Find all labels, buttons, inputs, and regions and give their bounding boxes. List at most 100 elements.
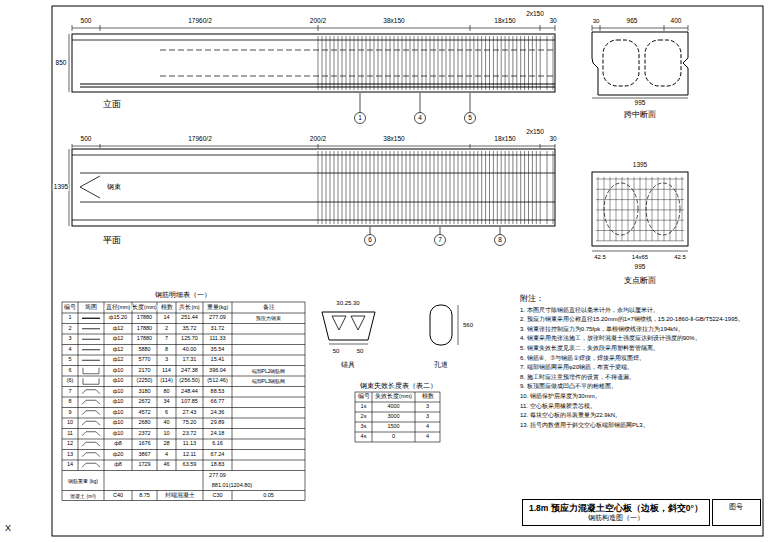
dimension: 17960/2 [187, 18, 213, 25]
stirrups [72, 25, 688, 241]
table-cell: 46 [162, 463, 170, 469]
table-cell: 14 [66, 463, 74, 469]
table-cell: ф10 [112, 421, 125, 427]
table-cell: 7 [164, 337, 169, 343]
table-cell: 3000 [386, 414, 400, 420]
table-cell: 40.00 [182, 347, 198, 353]
table-cell: 10 [162, 431, 170, 437]
table-cell: 1500 [386, 424, 400, 430]
table-cell: 27.43 [182, 410, 198, 416]
table-cell: 40 [162, 421, 170, 427]
callout-circles [355, 93, 506, 246]
table-grid [62, 302, 440, 501]
table-cell: 6 [164, 410, 169, 416]
table-cell: 28 [162, 442, 170, 448]
table-cell: ф15.20 [108, 316, 128, 322]
table-cell: 34 [162, 400, 170, 406]
table-cell: 2672 [137, 400, 151, 406]
dimension: 560 [462, 322, 474, 328]
elevation-outline [72, 34, 555, 92]
table-header: 失效长度(mm) [374, 394, 413, 400]
table-cell: 4 [425, 434, 430, 440]
table-cell: 0.05 [262, 493, 275, 499]
note-text: 11. 空心板采用橡胶囊芯模。 [520, 402, 756, 410]
table-cell: 17880 [136, 337, 153, 343]
table-cell: (6) [66, 379, 75, 385]
table-footer: 混凝土 (m³) [69, 493, 97, 498]
table-header: 简图 [84, 305, 98, 311]
dimension: 14x65 [631, 254, 649, 260]
note-text: 3. 钢束张拉控制应力为0.75fpk，单根钢绞线张拉力为194kN。 [520, 325, 756, 333]
dimension: 30 [548, 136, 557, 143]
table-cell: ф8 [113, 442, 123, 448]
table-cell: 66.77 [210, 400, 226, 406]
dimension: 200/2 [309, 136, 327, 143]
table-cell: ф12 [112, 358, 125, 364]
callout-number: 7 [437, 237, 443, 244]
dimension: 30 [548, 18, 557, 25]
table-cell: C40 [112, 493, 124, 499]
note-text: 12. 每块空心板的吊装重量为22.9kN。 [520, 411, 756, 419]
table-cell: 8 [67, 400, 72, 406]
table-cell: (512.46) [206, 379, 229, 385]
callout-number: 1 [357, 115, 363, 122]
table-cell: 35.72 [182, 326, 198, 332]
note-text: 2. 预应力钢束采用公称直径15.20mm的1×7钢绞线，15.20-1860-… [520, 315, 756, 323]
table-cell: 1729 [137, 463, 151, 469]
table-cell: C30 [211, 493, 223, 499]
table-cell: 1s [360, 404, 368, 410]
title-block: 1.8m 预应力混凝土空心板（边板，斜交0°）钢筋构造图（一） [522, 499, 710, 526]
table-cell: 15.41 [210, 358, 226, 364]
table-cell: 35.54 [210, 347, 226, 353]
table-cell: 10 [66, 421, 74, 427]
section-outline [592, 32, 688, 95]
note-text: 附注： [520, 294, 756, 304]
callout-number: 8 [497, 237, 503, 244]
table-cell: ф10 [112, 410, 125, 416]
table-cell: ф10 [112, 379, 125, 385]
dimension: 400 [670, 18, 683, 25]
drawing-number-box: 图号 [712, 499, 761, 526]
table-cell: 24.18 [210, 431, 226, 437]
dimension: 42.5 [673, 254, 687, 260]
table-cell: ф12 [112, 337, 125, 343]
table-cell: 6.16 [211, 442, 224, 448]
dimension: 30.25.30 [335, 300, 360, 306]
table-cell: 1 [67, 316, 72, 322]
table-cell: 5 [67, 358, 72, 364]
table-cell: 17880 [136, 326, 153, 332]
dimension: 965 [626, 18, 639, 25]
table-title: 钢筋明细表（一） [154, 291, 212, 298]
anchor-detail [322, 312, 375, 340]
table-cell: 67.24 [210, 452, 226, 458]
note-text: 5. 钢束失效长度见表二，失效段采用塑料套管隔离。 [520, 344, 756, 352]
note-text: 9. 板顶面应做成凹凸不平的粗糙面。 [520, 382, 756, 390]
dimension: 50 [332, 348, 341, 354]
table-cell: 4000 [386, 404, 400, 410]
table-cell: 18.83 [210, 463, 226, 469]
table-cell: (2250) [136, 379, 154, 385]
dimension: 18x150 [493, 18, 516, 25]
dimension: 995 [634, 264, 647, 271]
table-cell: 114 [161, 368, 172, 374]
table-cell: ф12 [112, 326, 125, 332]
table-footer: 钢筋重量 (kg) [67, 478, 99, 483]
table-cell: 6 [67, 368, 72, 374]
table-header: 长度(mm) [131, 305, 158, 311]
support-section [592, 172, 688, 246]
table-cell: 29.89 [210, 421, 226, 427]
table-cell: 125.70 [180, 337, 199, 343]
view-title: 支点断面 [623, 277, 657, 285]
table-cell: 396.04 [208, 368, 227, 374]
dimension: 500 [80, 136, 93, 143]
corner-mark: X [4, 524, 12, 533]
table-cell: 107.85 [180, 400, 199, 406]
table-remark: 端部PL2钢筋网 [251, 368, 287, 373]
callout-number: 4 [417, 115, 423, 122]
table-cell: 2170 [137, 368, 151, 374]
table-cell: 1676 [137, 442, 151, 448]
table-cell: ф10 [112, 431, 125, 437]
subtitle-text: 钢筋构造图（一） [529, 514, 703, 522]
dimension: 200/2 [309, 18, 327, 25]
